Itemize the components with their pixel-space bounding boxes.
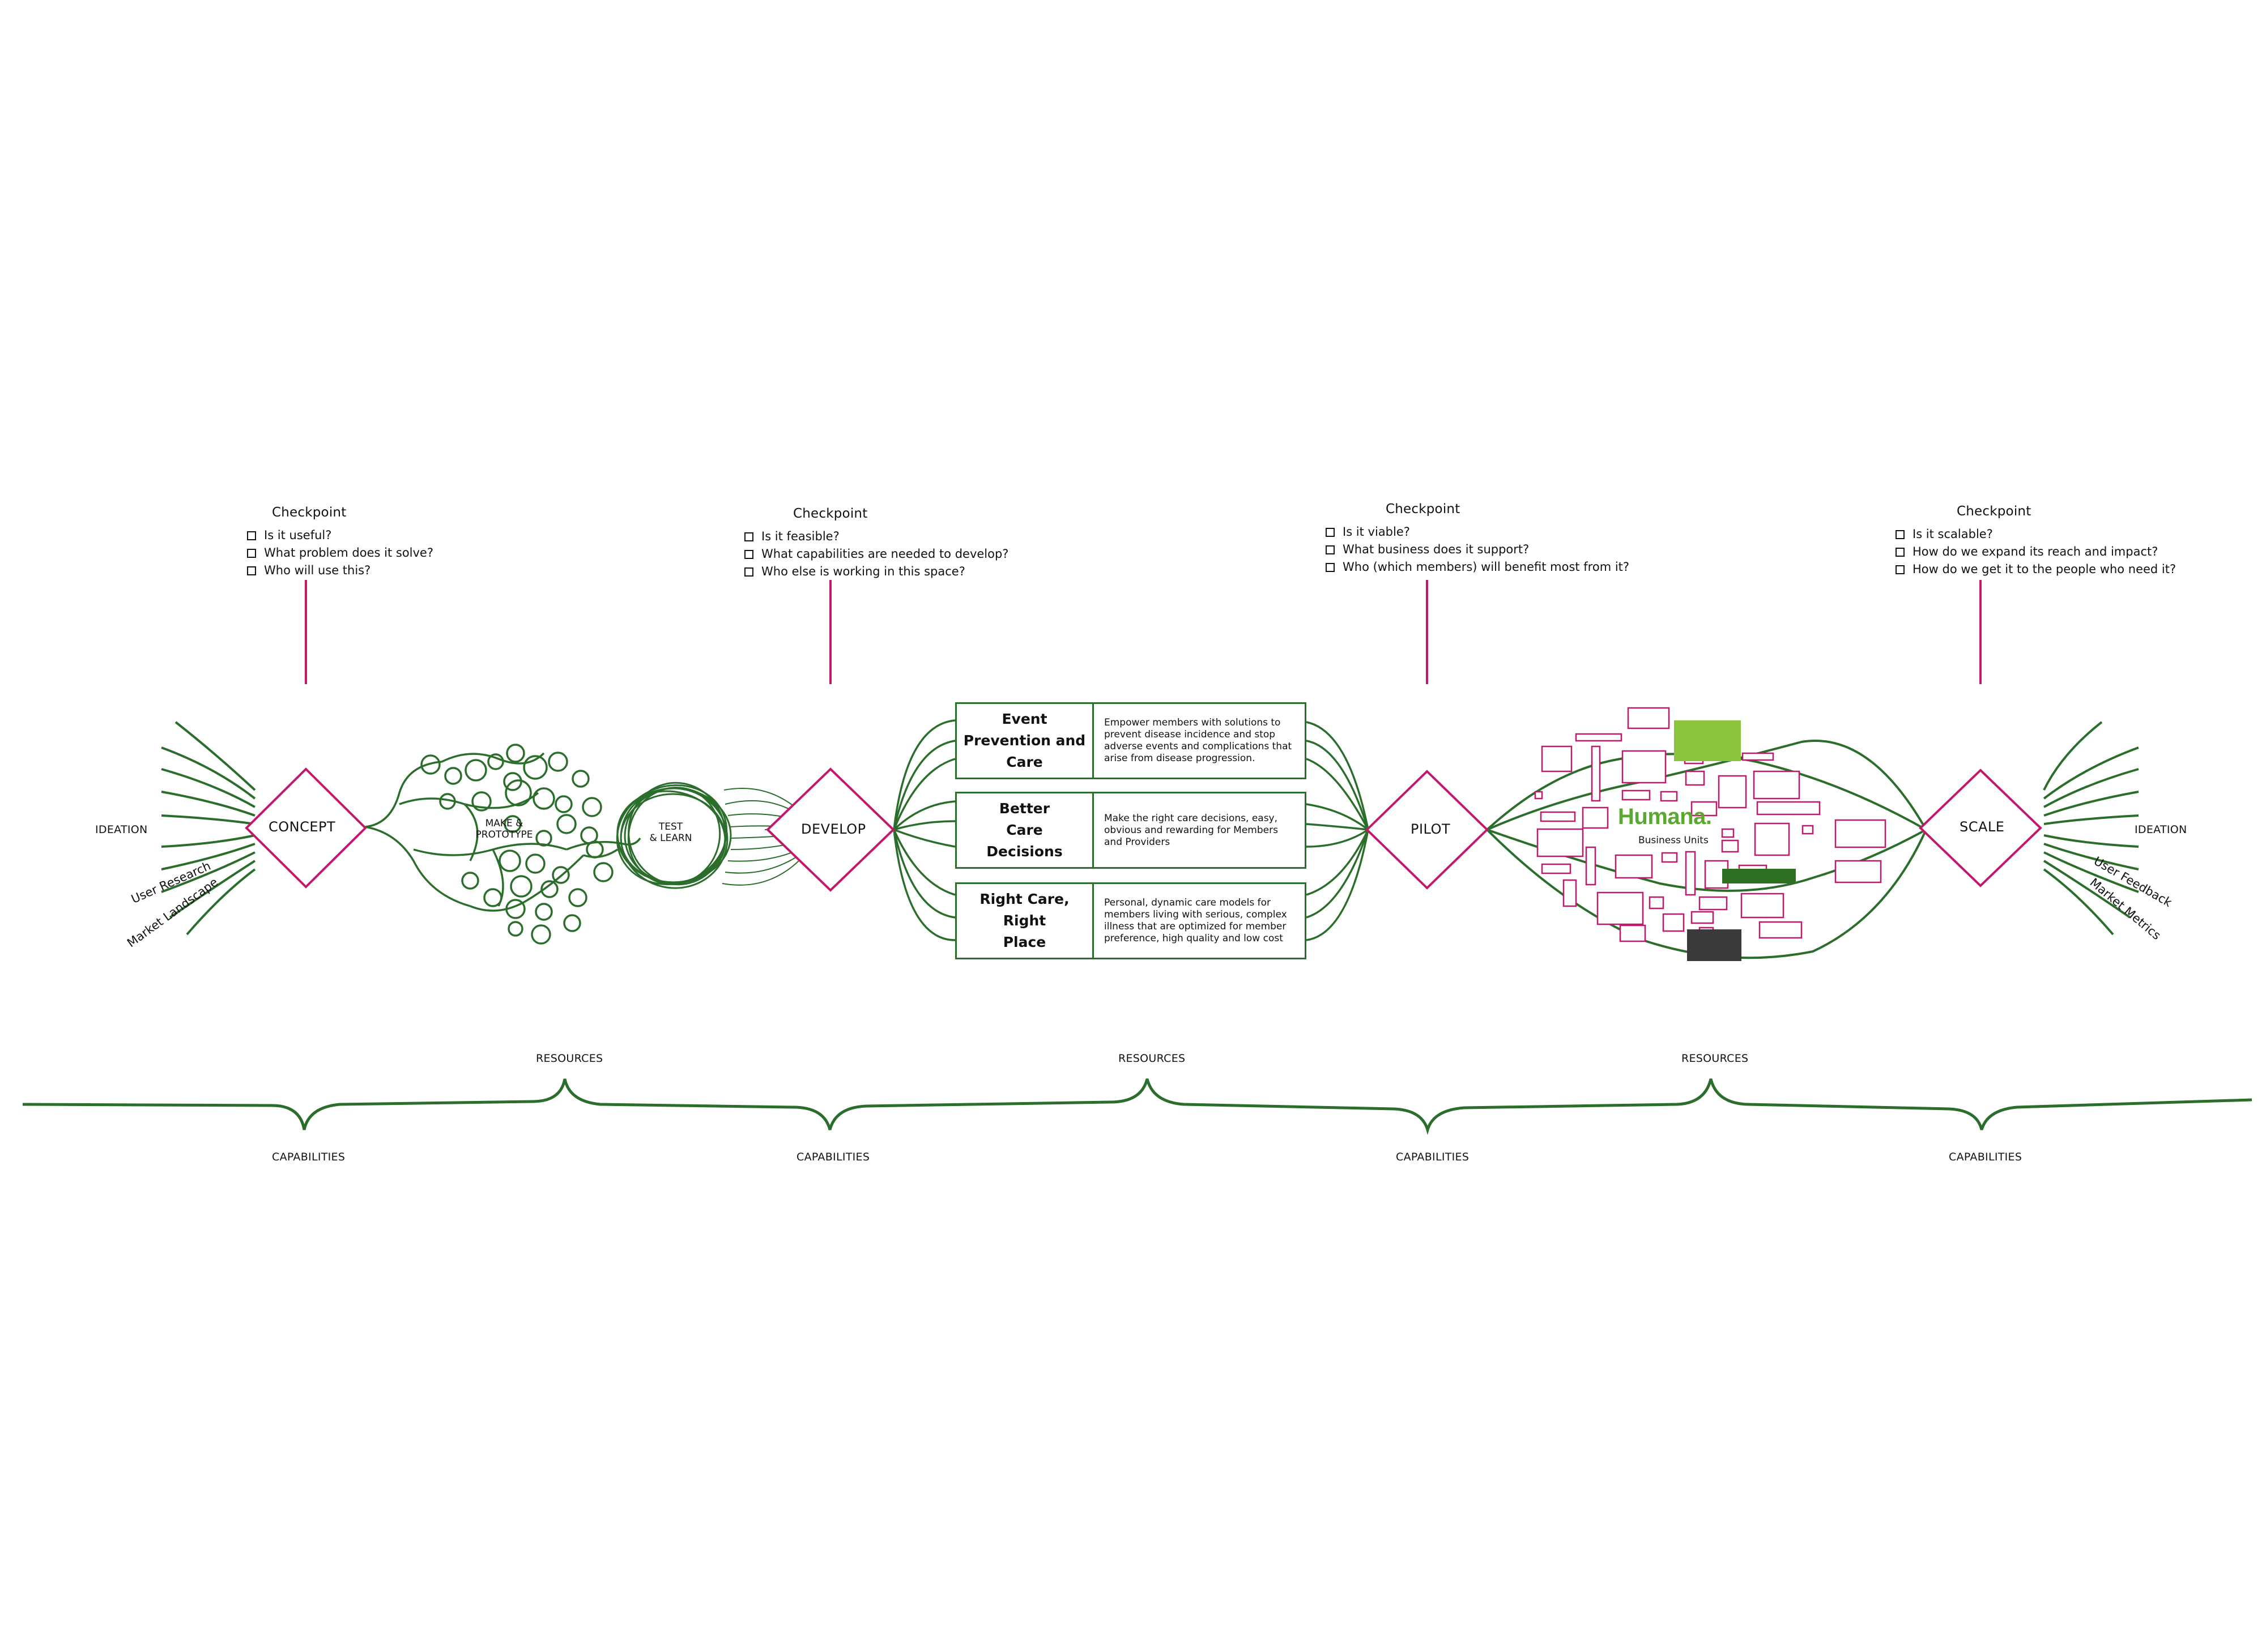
stage-label-concept: CONCEPT <box>269 819 336 835</box>
checkbox-icon[interactable] <box>1326 545 1335 554</box>
phase-label-make-prototype: MAKE & PROTOTYPE <box>475 818 533 840</box>
checkpoint-item[interactable]: What problem does it solve? <box>247 544 644 562</box>
business-unit-highlight-light <box>1674 720 1741 761</box>
checkbox-icon[interactable] <box>744 549 753 559</box>
focus-area-description: Empower members with solutions to preven… <box>1104 717 1292 764</box>
checkpoint-item[interactable]: What business does it support? <box>1326 541 1722 558</box>
checkpoint-title: Checkpoint <box>272 505 347 520</box>
resources-capabilities-brace <box>22 1078 2252 1136</box>
input-label-ideation-right: IDEATION <box>2135 823 2187 836</box>
focus-area-event-prevention: Event Prevention and Care Empower member… <box>955 702 1306 779</box>
focus-area-description: Make the right care decisions, easy, obv… <box>1104 812 1278 848</box>
focus-to-pilot-connectors <box>1306 721 1369 941</box>
checkpoint-concept: Checkpoint Is it useful? What problem do… <box>247 505 644 579</box>
focus-area-description: Personal, dynamic care models for member… <box>1104 897 1287 944</box>
focus-area-name: Better Care Decisions <box>957 793 1094 867</box>
capabilities-label: CAPABILITIES <box>1949 1151 2022 1163</box>
checkpoint-item[interactable]: How do we get it to the people who need … <box>1896 561 2266 578</box>
phase-label-test-learn: TEST & LEARN <box>649 821 692 844</box>
checkpoint-scale: Checkpoint Is it scalable? How do we exp… <box>1896 504 2266 578</box>
develop-to-focus-connectors <box>893 719 956 941</box>
checkpoint-title: Checkpoint <box>1386 502 1460 516</box>
focus-area-name: Event Prevention and Care <box>957 704 1094 778</box>
stage-label-scale: SCALE <box>1960 819 2005 835</box>
checkpoint-item[interactable]: How do we expand its reach and impact? <box>1896 543 2266 561</box>
resources-label: RESOURCES <box>536 1052 603 1065</box>
checkbox-icon[interactable] <box>1326 562 1335 572</box>
focus-area-better-care-decisions: Better Care Decisions Make the right car… <box>955 792 1306 869</box>
checkbox-icon[interactable] <box>1896 530 1905 539</box>
checkpoint-item[interactable]: Who will use this? <box>247 562 644 579</box>
capabilities-label: CAPABILITIES <box>1396 1151 1470 1163</box>
stage-label-develop: DEVELOP <box>801 821 866 837</box>
concept-diamond <box>245 767 367 889</box>
checkbox-icon[interactable] <box>247 548 256 558</box>
input-label-ideation-left: IDEATION <box>95 823 148 836</box>
prototype-tree <box>365 744 641 945</box>
checkpoint-item[interactable]: Who (which members) will benefit most fr… <box>1326 558 1722 576</box>
checkpoint-item[interactable]: Is it feasible? <box>744 528 1141 545</box>
business-units-label: Business Units <box>1638 835 1709 846</box>
checkpoint-item[interactable]: Who else is working in this space? <box>744 563 1141 580</box>
checkbox-icon[interactable] <box>744 532 753 541</box>
left-input-fan <box>161 721 256 936</box>
checkpoint-item[interactable]: What capabilities are needed to develop? <box>744 545 1141 563</box>
checkpoint-item[interactable]: Is it viable? <box>1326 523 1722 541</box>
resources-label: RESOURCES <box>1681 1052 1749 1065</box>
checkbox-icon[interactable] <box>1896 565 1905 574</box>
stage-label-pilot: PILOT <box>1411 821 1451 837</box>
scale-diamond <box>1919 769 2042 887</box>
right-input-fan <box>2043 721 2139 936</box>
focus-area-right-care-right-place: Right Care, Right Place Personal, dynami… <box>955 882 1306 959</box>
checkpoint-develop: Checkpoint Is it feasible? What capabili… <box>744 506 1141 580</box>
capabilities-label: CAPABILITIES <box>796 1151 870 1163</box>
business-unit-highlight-gray <box>1687 929 1741 961</box>
focus-area-name: Right Care, Right Place <box>957 884 1094 958</box>
checkpoint-pilot: Checkpoint Is it viable? What business d… <box>1326 502 1722 576</box>
humana-logo: Humana. <box>1618 804 1712 829</box>
test-learn-loops <box>616 782 732 889</box>
checkbox-icon[interactable] <box>1326 527 1335 537</box>
business-unit-rects <box>1534 707 1886 942</box>
checkbox-icon[interactable] <box>744 567 753 577</box>
capabilities-label: CAPABILITIES <box>272 1151 346 1163</box>
checkbox-icon[interactable] <box>1896 547 1905 557</box>
checkbox-icon[interactable] <box>247 531 256 540</box>
develop-diamond <box>766 767 895 892</box>
resources-label: RESOURCES <box>1118 1052 1186 1065</box>
checkpoint-item[interactable]: Is it useful? <box>247 527 644 544</box>
checkpoint-item[interactable]: Is it scalable? <box>1896 526 2266 543</box>
checkpoint-title: Checkpoint <box>793 506 868 521</box>
checkpoint-title: Checkpoint <box>1957 504 2031 519</box>
business-unit-highlight-dark <box>1722 869 1796 883</box>
checkbox-icon[interactable] <box>247 566 256 575</box>
pilot-diamond <box>1365 770 1489 890</box>
